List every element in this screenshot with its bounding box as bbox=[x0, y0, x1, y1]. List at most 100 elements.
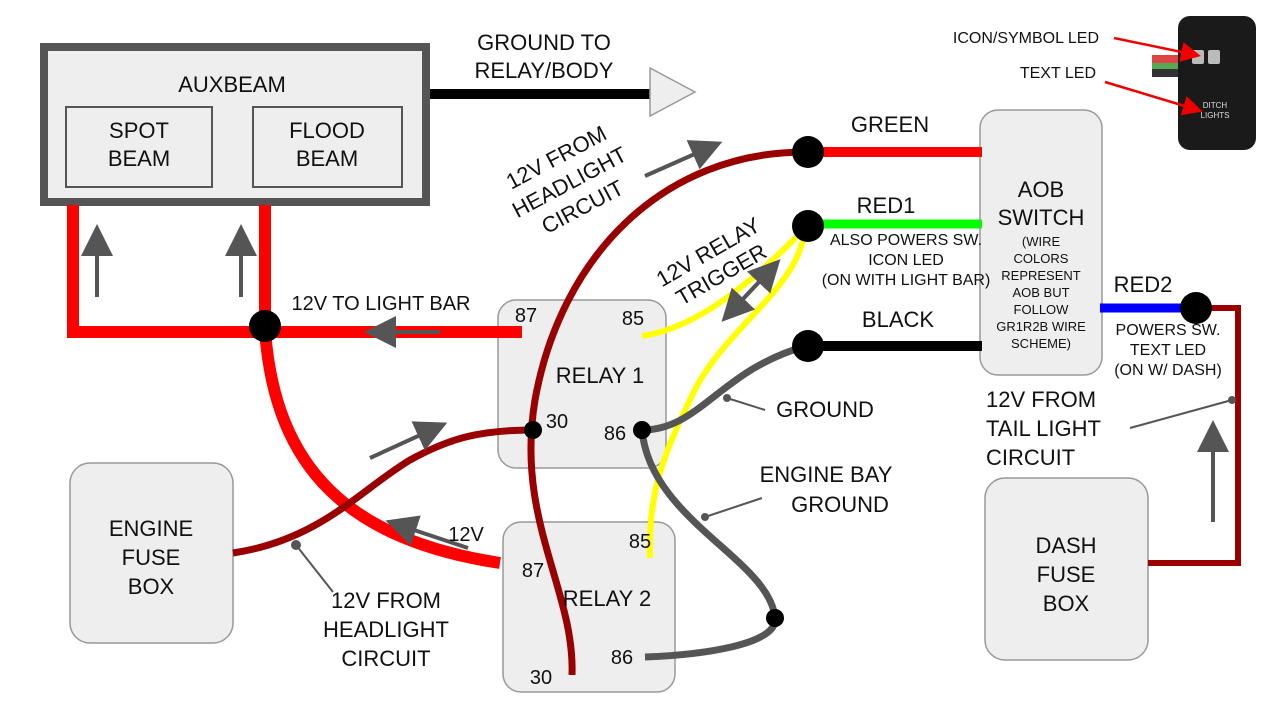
relay1-86-ground-wire bbox=[641, 342, 807, 434]
aob-switch-note-5: FOLLOW bbox=[1014, 302, 1070, 317]
light-bar-junction bbox=[249, 310, 281, 342]
relay1-86-junction bbox=[633, 421, 651, 439]
relay-2-pin-86: 86 bbox=[611, 647, 633, 669]
relay1-30-junction bbox=[524, 421, 542, 439]
light-bar-label: 12V TO LIGHT BAR bbox=[292, 293, 471, 315]
engine-bay-pointer bbox=[704, 497, 763, 518]
text-led-pointer-arrow-icon bbox=[1104, 80, 1203, 116]
black-junction bbox=[792, 330, 824, 362]
dash-fuse-line3: BOX bbox=[1043, 591, 1090, 616]
red2-note-2: TEXT LED bbox=[1130, 342, 1206, 359]
switch-icon-led-right bbox=[1208, 50, 1220, 64]
aob-switch-note-1: (WIRE bbox=[1022, 234, 1061, 249]
relay-2-pin-85: 85 bbox=[629, 531, 651, 553]
aob-switch-line2: SWITCH bbox=[998, 205, 1085, 230]
left-arrow-icon bbox=[385, 515, 469, 550]
green-label: GREEN bbox=[851, 112, 929, 137]
headlight-bottom-line3: CIRCUIT bbox=[341, 646, 430, 671]
spot-beam-line1: SPOT bbox=[109, 118, 169, 143]
pointer-dot bbox=[1228, 396, 1236, 404]
engine-fuse-to-relay1-wire bbox=[232, 426, 534, 557]
relay-2-pin-30: 30 bbox=[530, 667, 552, 689]
relay-2-title: RELAY 2 bbox=[563, 586, 651, 611]
tail-light-line3: CIRCUIT bbox=[986, 445, 1075, 470]
red2-junction bbox=[1180, 292, 1212, 324]
headlight-circuit-wire bbox=[527, 148, 811, 676]
tail-light-line2: TAIL LIGHT bbox=[986, 416, 1101, 441]
switch-wire-red bbox=[1152, 55, 1182, 63]
ground-to-relay-line2: RELAY/BODY bbox=[475, 58, 614, 83]
aob-switch-note-3: REPRESENT bbox=[1001, 268, 1081, 283]
green-junction bbox=[792, 136, 824, 168]
spot-beam-line2: BEAM bbox=[108, 146, 170, 171]
auxbeam-title: AUXBEAM bbox=[178, 72, 286, 97]
headlight-pointer bbox=[295, 544, 334, 593]
dash-fuse-box bbox=[984, 477, 1149, 661]
switch-body bbox=[1178, 16, 1256, 150]
engine-fuse-line3: BOX bbox=[128, 574, 175, 599]
red2-note-3: (ON W/ DASH) bbox=[1114, 362, 1222, 379]
ground-arrow-icon bbox=[649, 66, 697, 118]
flood-beam-box bbox=[252, 106, 403, 188]
text-led-label: TEXT LED bbox=[1020, 65, 1096, 82]
red1-note-2: ICON LED bbox=[868, 252, 944, 269]
red1-label: RED1 bbox=[857, 193, 916, 218]
relay-trigger-label: 12V RELAY TRIGGER bbox=[652, 212, 771, 310]
aob-switch-box bbox=[979, 109, 1103, 376]
engine-fuse-line2: FUSE bbox=[122, 545, 181, 570]
flood-beam-line1: FLOOD bbox=[289, 118, 365, 143]
dash-fuse-line1: DASH bbox=[1035, 533, 1096, 558]
aob-switch-note-6: GR1R2B WIRE bbox=[996, 319, 1086, 334]
switch-illustration: DITCH LIGHTS bbox=[1152, 16, 1256, 150]
pointer-dot bbox=[723, 394, 731, 402]
ground-junction bbox=[766, 609, 784, 627]
switch-text-line2: LIGHTS bbox=[1201, 111, 1230, 120]
relay2-86-ground-wire bbox=[638, 429, 779, 661]
red1-junction bbox=[792, 210, 824, 242]
engine-bay-ground-line1: ENGINE BAY bbox=[760, 462, 893, 487]
diagonal-arrow-icon bbox=[644, 140, 723, 178]
ground-to-relay-line1: GROUND TO bbox=[477, 30, 611, 55]
diagonal-arrow-icon bbox=[369, 421, 448, 460]
relay-1-pin-87: 87 bbox=[515, 305, 537, 327]
red1-note-3: (ON WITH LIGHT BAR) bbox=[822, 272, 991, 289]
aob-switch-line1: AOB bbox=[1018, 177, 1064, 202]
headlight-bottom-line1: 12V FROM bbox=[331, 588, 441, 613]
switch-icon-led-left bbox=[1192, 50, 1204, 64]
engine-bay-ground-line2: GROUND bbox=[791, 492, 889, 517]
icon-led-label: ICON/SYMBOL LED bbox=[953, 30, 1099, 47]
red1-note-1: ALSO POWERS SW. bbox=[830, 232, 982, 249]
tail-light-line1: 12V FROM bbox=[986, 387, 1096, 412]
icon-led-pointer-arrow-icon bbox=[1113, 36, 1201, 62]
aob-switch-note-2: COLORS bbox=[1014, 251, 1069, 266]
aob-switch-note-4: AOB BUT bbox=[1012, 285, 1069, 300]
switch-wire-green bbox=[1152, 63, 1182, 69]
switch-wire-black bbox=[1152, 69, 1182, 77]
ground-pointer bbox=[726, 397, 766, 411]
aob-switch-note-7: SCHEME) bbox=[1011, 336, 1071, 351]
tail-light-pointer bbox=[1129, 399, 1233, 429]
dash-fuse-line2: FUSE bbox=[1037, 562, 1096, 587]
relay2-12v-label: 12V bbox=[448, 524, 484, 546]
flood-beam-line2: BEAM bbox=[296, 146, 358, 171]
relay-1-pin-30: 30 bbox=[546, 411, 568, 433]
pointer-dot bbox=[701, 513, 709, 521]
relay-2-pin-87: 87 bbox=[522, 560, 544, 582]
pointer-dot bbox=[291, 540, 301, 550]
relay-1-pin-86: 86 bbox=[604, 423, 626, 445]
headlight-bottom-line2: HEADLIGHT bbox=[323, 617, 449, 642]
red2-note-1: POWERS SW. bbox=[1116, 322, 1221, 339]
relay2-87-wire bbox=[259, 329, 501, 569]
relay-1-pin-85: 85 bbox=[622, 308, 644, 330]
engine-fuse-line1: ENGINE bbox=[109, 516, 193, 541]
tail-light-circuit-wire bbox=[1148, 305, 1241, 566]
double-arrow-icon bbox=[721, 263, 777, 322]
spot-beam-box bbox=[65, 106, 213, 188]
relay-1-title: RELAY 1 bbox=[556, 363, 644, 388]
black-label: BLACK bbox=[862, 307, 934, 332]
ground-label: GROUND bbox=[776, 397, 874, 422]
red2-label: RED2 bbox=[1114, 272, 1173, 297]
switch-text-line1: DITCH bbox=[1203, 101, 1228, 110]
relay-2-box bbox=[502, 521, 676, 693]
